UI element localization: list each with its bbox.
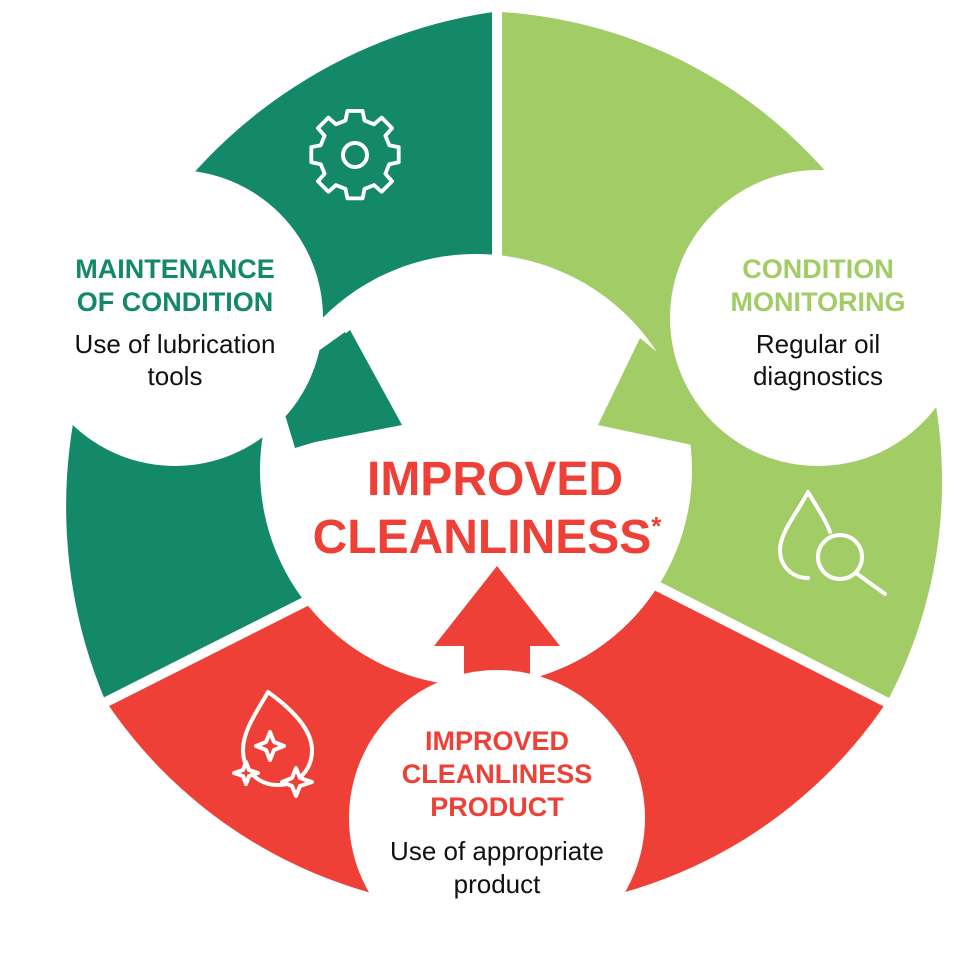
monitoring-title-line1: CONDITION: [742, 254, 894, 284]
monitoring-desc-line2: diagnostics: [753, 361, 883, 391]
maintenance-title-line1: MAINTENANCE: [75, 254, 275, 284]
center-title-line2: CLEANLINESS*: [313, 511, 663, 564]
product-title-line1: IMPROVED: [425, 726, 569, 756]
center-title-line1: IMPROVED: [367, 453, 623, 506]
product-desc-line1: Use of appropriate: [390, 836, 604, 866]
maintenance-desc-line2: tools: [148, 361, 203, 391]
monitoring-title-line2: MONITORING: [731, 287, 906, 317]
product-desc-line2: product: [454, 869, 541, 899]
gear-icon: [309, 109, 401, 201]
node-maintenance: [27, 170, 323, 466]
maintenance-desc-line1: Use of lubrication: [75, 329, 276, 359]
arrow-from-product: [434, 566, 560, 690]
product-title-line3: PRODUCT: [430, 792, 564, 822]
center-title-line2-text: CLEANLINESS: [313, 511, 652, 564]
node-product: [349, 670, 645, 957]
center-asterisk: *: [651, 511, 662, 541]
node-monitoring: [670, 170, 958, 466]
maintenance-title-line2: OF CONDITION: [77, 287, 274, 317]
sparkling-drop-icon: [232, 690, 314, 798]
center-disc: [260, 254, 692, 686]
product-title-line2: CLEANLINESS: [402, 759, 593, 789]
oil-drop-magnifier-icon: [778, 490, 887, 596]
monitoring-desc-line1: Regular oil: [756, 329, 880, 359]
